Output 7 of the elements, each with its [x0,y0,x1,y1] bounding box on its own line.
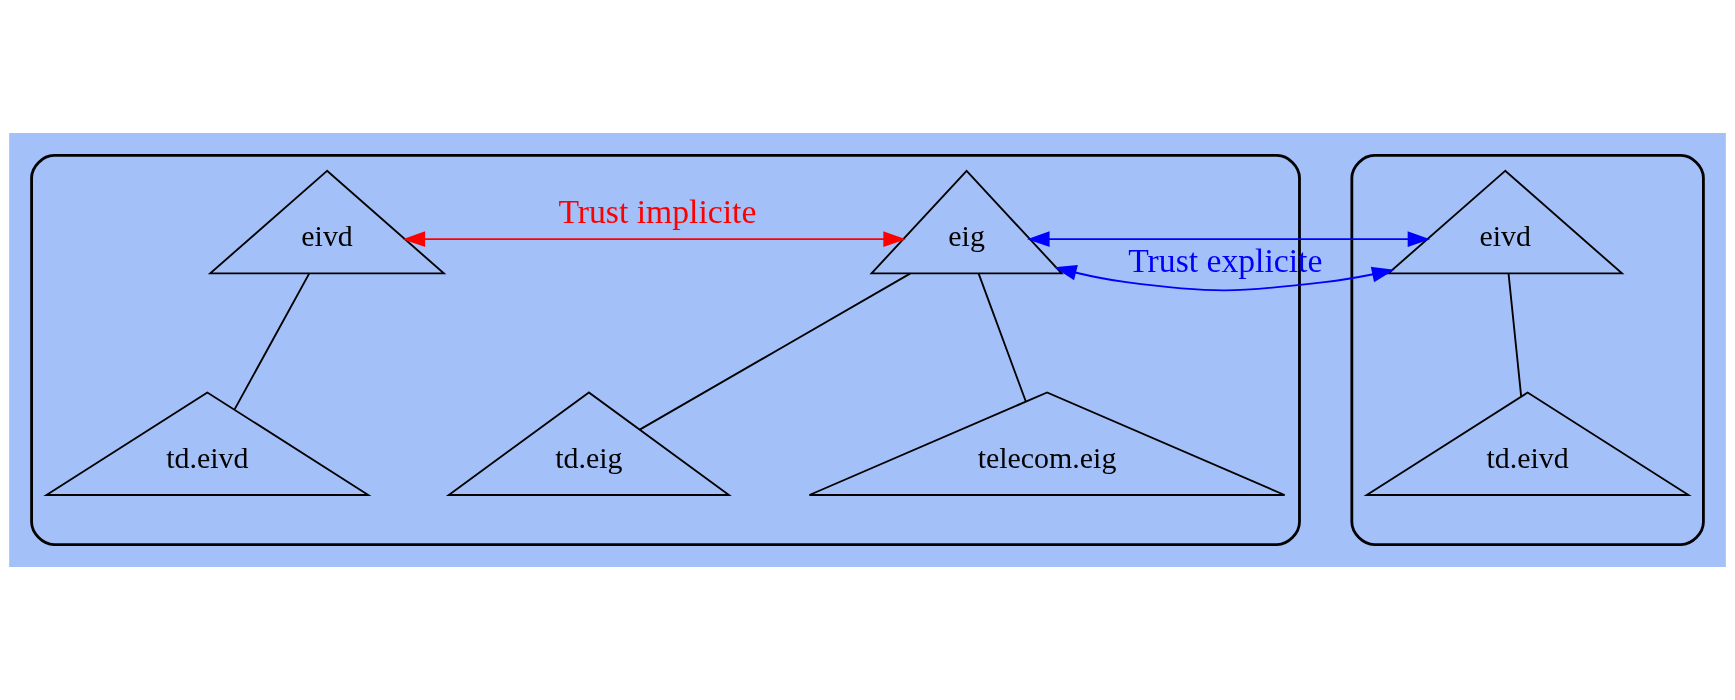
connector [638,272,911,431]
connector [977,272,1027,403]
edge-label: Trust implicite [558,193,757,231]
cluster [1350,154,1705,546]
connector [1507,272,1523,398]
connector [233,272,311,411]
arrow [402,231,906,248]
